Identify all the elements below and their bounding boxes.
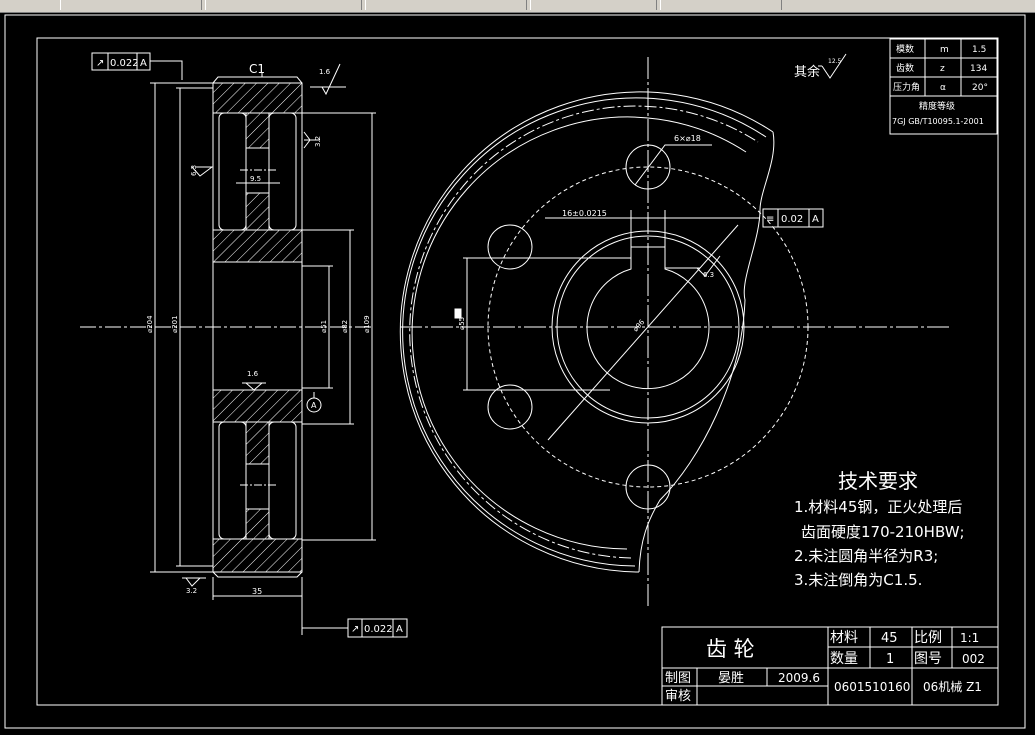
keyway-dim-label: 16±0.0215 [562, 209, 607, 218]
precision-title: 精度等级 [919, 100, 955, 112]
param-value: 1.5 [972, 45, 986, 55]
drawn-label: 制图 [665, 671, 691, 686]
title-block [661, 626, 999, 706]
params-table [889, 38, 998, 135]
drawn-date: 2009.6 [778, 671, 820, 685]
material-value: 45 [881, 631, 898, 646]
check-label: 审核 [665, 689, 691, 704]
precision-value: 7GJ GB/T10095.1-2001 [892, 117, 984, 126]
drawing-no-value: 002 [962, 652, 985, 666]
section-view [80, 60, 376, 635]
rough-top-label: 1.6 [319, 68, 331, 76]
rough-web-label: 6.3 [190, 165, 198, 176]
window-toolbar [0, 0, 1035, 13]
drawing-canvas[interactable]: ↗ 0.022 A ↗ 0.022 A ≡ 0.02 A C1 1.6 6.3 … [0, 12, 1035, 735]
student-id: 0601510160 [834, 680, 910, 694]
chamfer-label: C1 [249, 62, 265, 76]
tech-req-item: 2.未注圆角半径为R3; [794, 547, 938, 565]
inner-frame [36, 37, 999, 706]
part-name: 齿 轮 [706, 637, 755, 661]
qty-value: 1 [886, 652, 894, 667]
tol-keyway-datum: A [812, 214, 819, 225]
rough-rest-value: 12.5 [828, 58, 842, 65]
rough-bottom-label: 3.2 [186, 587, 197, 595]
tech-req-item: 1.材料45钢，正火处理后 [794, 498, 962, 516]
toolbar-tab[interactable] [365, 0, 527, 10]
datum-label: A [311, 401, 317, 410]
rough-hub-label: 1.6 [247, 370, 259, 378]
width-label: 35 [252, 587, 262, 596]
toolbar-tab[interactable] [60, 0, 202, 10]
dia-51-label: ⌀51 [320, 320, 328, 333]
param-symbol: m [940, 45, 949, 55]
web-thickness-label: 9.5 [250, 175, 261, 183]
tol-keyway-value: 0.02 [781, 214, 803, 225]
tech-req-item: 3.未注倒角为C1.5. [794, 571, 922, 589]
tol-top-value: 0.022 [110, 58, 139, 69]
toolbar-tab[interactable] [530, 0, 657, 10]
tech-req-item: 齿面硬度170-210HBW; [801, 523, 965, 541]
tol-keyway-symbol: ≡ [766, 214, 774, 225]
tol-bottom-value: 0.022 [364, 624, 393, 635]
param-symbol: z [940, 64, 945, 74]
outer-frame [4, 14, 1026, 729]
holes-label: 6×⌀18 [674, 134, 701, 143]
param-name: 齿数 [896, 62, 914, 74]
param-name: 压力角 [893, 81, 920, 93]
tol-top-symbol: ↗ [96, 58, 104, 69]
tol-top-datum: A [140, 58, 147, 69]
class-name: 06机械 Z1 [923, 679, 982, 694]
drawn-name: 晏胜 [718, 671, 744, 686]
rough-key-label: 6.3 [703, 271, 714, 279]
scale-value: 1:1 [960, 631, 979, 645]
dia-109-label: ⌀109 [363, 315, 371, 333]
toolbar-tab[interactable] [205, 0, 362, 10]
dia-201-label: ⌀201 [171, 315, 179, 333]
rough-rest-label: 其余 [794, 64, 820, 80]
front-view [399, 53, 950, 607]
param-name: 模数 [896, 43, 914, 55]
drawing-no-label: 图号 [914, 651, 942, 667]
tech-req-title: 技术要求 [838, 469, 918, 493]
tol-bottom-datum: A [396, 624, 403, 635]
bore-label: ⌀55 [458, 317, 466, 330]
dia-82-label: ⌀82 [341, 320, 349, 333]
param-symbol: α [940, 83, 946, 93]
rough-right-label: 3.2 [314, 136, 322, 147]
scale-label: 比例 [914, 630, 942, 646]
param-value: 20° [972, 83, 988, 93]
toolbar-tab[interactable] [660, 0, 782, 10]
param-value: 134 [970, 64, 987, 74]
material-label: 材料 [830, 630, 858, 646]
tol-bottom-symbol: ↗ [351, 624, 359, 635]
dia-204-label: ⌀204 [146, 315, 154, 333]
qty-label: 数量 [830, 651, 858, 667]
